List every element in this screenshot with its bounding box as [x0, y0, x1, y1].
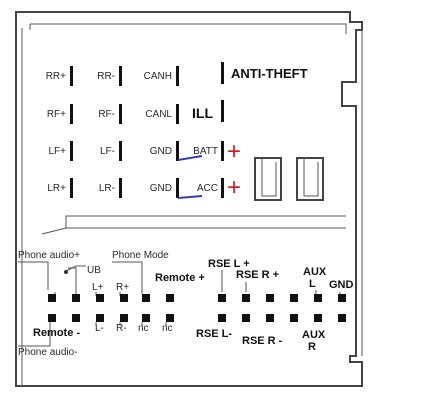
pin-contact — [48, 294, 56, 302]
pin-label-r-plus: R+ — [116, 282, 129, 293]
pin-contact — [290, 294, 298, 302]
pin-label-nc: nc — [162, 323, 173, 334]
pin-contact — [221, 178, 224, 198]
pin-contact — [96, 294, 104, 302]
leader-line — [18, 322, 167, 347]
connector-housing — [15, 11, 363, 387]
pin-contact — [142, 294, 150, 302]
pin-contact — [338, 314, 346, 322]
pin-label-rse-l-minus: RSE L- — [196, 328, 232, 340]
pin-label-canh: CANH — [144, 71, 172, 82]
pin-label-aux-l: AUX — [303, 266, 327, 278]
pin-label-rse-r-plus: RSE R + — [236, 269, 279, 281]
pin-label-ill: ILL — [192, 105, 213, 121]
housing-inner-edge — [21, 28, 363, 386]
pin-label-rf-plus: RF+ — [47, 109, 66, 120]
pin-label-canl: CANL — [145, 109, 172, 120]
pin-label-rf-minus: RF- — [98, 109, 115, 120]
pin-contact — [314, 294, 322, 302]
pin-label-gnd: GND — [329, 279, 354, 291]
upper-pin-block: RR+ RF+ LF+ LR+ RR- RF- LF- LR- CANH CAN… — [46, 62, 308, 201]
pin-contact — [221, 141, 224, 161]
pin-contact — [176, 178, 179, 198]
top-rail — [29, 23, 347, 34]
acc-wire-marker — [177, 195, 203, 199]
pin-label-aux-r: AUX — [302, 329, 326, 341]
pin-contact — [218, 314, 226, 322]
pin-contact — [176, 104, 179, 124]
pin-contact — [120, 314, 128, 322]
pin-label-acc: ACC — [197, 183, 218, 194]
pin-contact — [176, 66, 179, 86]
pin-label-l-minus: L- — [95, 323, 104, 334]
pin-contact — [72, 294, 80, 302]
pin-label-rse-r-minus: RSE R - — [242, 335, 283, 347]
pin-contact — [70, 178, 73, 198]
lower-pin-block: Phone audio+ UB L+ R+ Phone Mode Remote … — [18, 250, 354, 358]
leader-dot — [64, 270, 68, 274]
batt-wire-marker — [177, 155, 203, 161]
pin-label-batt: BATT — [193, 146, 218, 157]
pin-label-phone-audio-plus: Phone audio+ — [18, 250, 80, 261]
pin-label-nc: nc — [138, 323, 149, 334]
pin-contact — [70, 104, 73, 124]
lower-pin-grid — [48, 294, 346, 322]
pin-label-rr-minus: RR- — [97, 71, 115, 82]
pin-contact — [166, 294, 174, 302]
pin-contact — [70, 141, 73, 161]
pin-contact — [120, 294, 128, 302]
latch-left — [254, 157, 282, 201]
pin-contact — [242, 294, 250, 302]
pin-label-remote-plus: Remote + — [155, 272, 205, 284]
pin-label-gnd: GND — [150, 146, 172, 157]
block-divider — [41, 215, 346, 235]
pin-contact — [96, 314, 104, 322]
pin-label-lf-minus: LF- — [100, 146, 115, 157]
pin-contact — [166, 314, 174, 322]
pin-contact — [218, 294, 226, 302]
pin-label-lr-plus: LR+ — [47, 183, 66, 194]
pin-contact — [221, 100, 224, 122]
pin-contact — [119, 141, 122, 161]
pin-label-ub: UB — [87, 265, 101, 276]
leader-line — [221, 270, 341, 294]
pin-contact — [338, 294, 346, 302]
pin-contact — [70, 66, 73, 86]
plus-symbol: + — [227, 138, 241, 165]
plus-symbol: + — [227, 174, 241, 201]
pin-contact — [242, 314, 250, 322]
pin-contact — [119, 104, 122, 124]
pin-label-phone-mode: Phone Mode — [112, 250, 169, 261]
pin-label-remote-minus: Remote - — [33, 327, 80, 339]
pin-label-aux-l-side: L — [309, 278, 316, 290]
latch-right — [296, 157, 324, 201]
pin-label-gnd: GND — [150, 183, 172, 194]
pin-label-phone-audio-minus: Phone audio- — [18, 347, 78, 358]
pin-label-lr-minus: LR- — [99, 183, 115, 194]
pin-contact — [48, 314, 56, 322]
pin-label-lf-plus: LF+ — [48, 146, 66, 157]
pin-contact — [221, 62, 224, 84]
pin-contact — [119, 66, 122, 86]
pin-label-r-minus: R- — [116, 323, 127, 334]
pin-contact — [176, 141, 179, 161]
pin-contact — [142, 314, 150, 322]
pin-contact — [72, 314, 80, 322]
pin-contact — [290, 314, 298, 322]
pin-contact — [266, 294, 274, 302]
pin-label-rr-plus: RR+ — [46, 71, 66, 82]
pin-label-aux-r-side: R — [308, 341, 316, 353]
pin-contact — [119, 178, 122, 198]
pin-label-anti-theft: ANTI-THEFT — [231, 66, 308, 81]
pin-contact — [314, 314, 322, 322]
pin-label-l-plus: L+ — [92, 282, 104, 293]
pin-contact — [266, 314, 274, 322]
pin-label-rse-l-plus: RSE L + — [208, 258, 250, 270]
